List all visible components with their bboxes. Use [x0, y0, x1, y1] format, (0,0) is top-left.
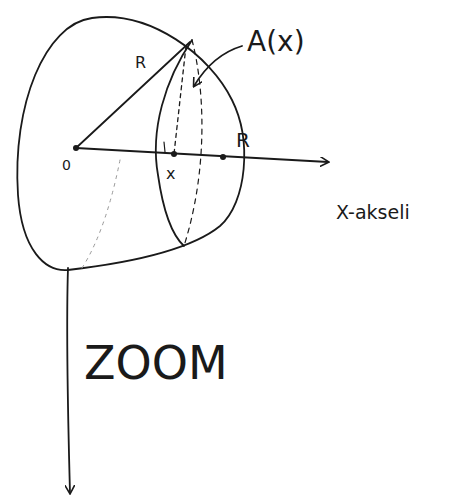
function-label: A(x) — [247, 28, 305, 56]
cross-section-hidden-arc — [184, 40, 202, 246]
hidden-curve — [82, 160, 120, 268]
radius-line — [76, 42, 190, 148]
cross-section-arc — [156, 40, 192, 246]
axis-label: X-akseli — [336, 203, 410, 222]
x-axis — [76, 148, 328, 162]
x-label: x — [166, 166, 175, 182]
origin-dot — [73, 145, 79, 151]
origin-label: 0 — [62, 158, 71, 172]
zoom-arrow — [67, 268, 70, 493]
radius-label: R — [135, 55, 146, 71]
height-line — [174, 46, 186, 154]
x-dot — [171, 151, 177, 157]
right-angle-mark — [164, 142, 165, 152]
sphere-outline — [17, 17, 244, 270]
zoom-label: ZOOM — [84, 340, 228, 386]
leader-line — [194, 46, 242, 86]
r-dot — [220, 154, 226, 160]
radius-label: R — [236, 130, 250, 150]
